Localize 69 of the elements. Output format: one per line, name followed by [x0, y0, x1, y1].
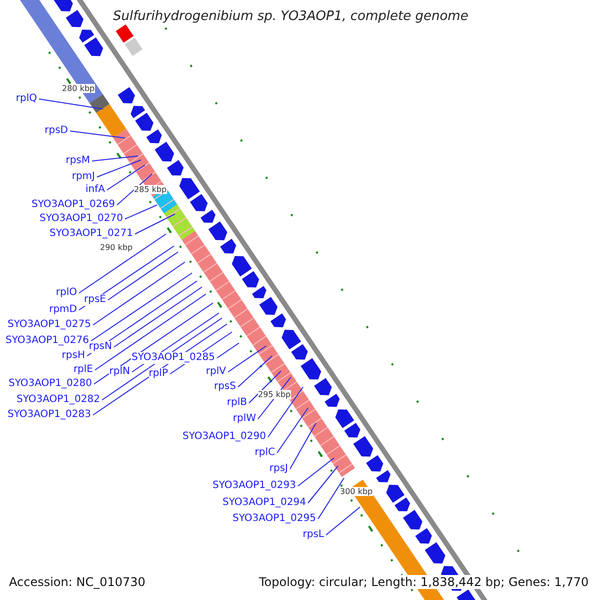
leader-line — [94, 294, 206, 370]
leader-line — [248, 370, 282, 404]
gene-label: rplW — [232, 413, 256, 425]
leader-line — [276, 408, 308, 454]
leader-line — [38, 98, 104, 110]
leader-line — [290, 422, 316, 470]
leader-line — [124, 204, 158, 220]
leader-line — [86, 280, 198, 356]
leader-line — [134, 214, 176, 234]
gene-label: rpmJ — [72, 171, 95, 183]
leader-line — [108, 252, 178, 300]
leader-line — [102, 318, 222, 400]
gene-label: rpsM — [66, 155, 90, 167]
leader-line — [90, 272, 192, 342]
leader-line — [94, 302, 214, 384]
leader-line — [96, 160, 142, 178]
map-title: Sulfurihydrogenibium sp. YO3AOP1, complete genome — [113, 9, 468, 24]
gene-label: rplV — [206, 366, 226, 378]
gene-label: SYO3AOP1_0282 — [16, 394, 100, 406]
gene-label: SYO3AOP1_0269 — [31, 199, 115, 211]
gene-label: SYO3AOP1_0270 — [39, 213, 123, 225]
leader-line — [268, 386, 304, 438]
gene-label: rplC — [254, 447, 275, 459]
gene-label: rplO — [56, 287, 77, 299]
gene-label: SYO3AOP1_0295 — [232, 513, 316, 525]
gene-label: rplP — [148, 368, 168, 380]
leader-line — [70, 130, 126, 138]
leader-line — [106, 164, 146, 190]
scale-label: 300 kbp — [340, 487, 373, 496]
accession-text: Accession: NC_010730 — [9, 575, 146, 589]
leader-line — [92, 262, 186, 326]
gene-label: rplN — [109, 366, 130, 378]
gene-label: rpsD — [44, 125, 68, 137]
gene-label: rpsH — [62, 350, 85, 362]
gene-label: SYO3AOP1_0290 — [182, 431, 266, 443]
gene-label: SYO3AOP1_0276 — [5, 335, 89, 347]
leader-line — [228, 346, 266, 372]
gene-label: SYO3AOP1_0294 — [222, 497, 306, 509]
gene-label: rplQ — [16, 93, 37, 105]
scale-label: 295 kbp — [258, 390, 291, 399]
gene-label: rpsJ — [269, 463, 288, 475]
gene-label: rpmD — [49, 304, 77, 316]
gene-label: rpsS — [214, 381, 236, 393]
leader-line — [114, 286, 202, 348]
gene-label: SYO3AOP1_0283 — [7, 409, 91, 421]
scale-label: 285 kbp — [134, 185, 167, 194]
leader-line — [238, 356, 272, 388]
genome-summary-text: Topology: circular; Length: 1,838,442 bp; Genes: 1,770 — [259, 575, 589, 589]
scale-label: 280 kbp — [62, 84, 95, 93]
leader-line — [78, 246, 174, 310]
leader-line — [216, 342, 240, 358]
gene-label: rpsL — [302, 529, 324, 541]
leader-line — [326, 506, 360, 536]
gene-label: rplE — [73, 364, 93, 376]
gene-label: SYO3AOP1_0285 — [131, 352, 215, 364]
gene-label: rpsE — [84, 294, 106, 306]
gene-label: SYO3AOP1_0293 — [212, 480, 296, 492]
gene-label: SYO3AOP1_0271 — [49, 228, 133, 240]
leader-line — [78, 234, 166, 294]
leader-line — [116, 174, 152, 206]
gene-label: rpsN — [88, 341, 112, 353]
leader-line — [308, 466, 338, 504]
leader-line — [92, 156, 138, 162]
gene-label: SYO3AOP1_0275 — [7, 319, 91, 331]
gene-label: rplB — [226, 397, 247, 409]
gene-label: SYO3AOP1_0280 — [8, 378, 92, 390]
leader-line — [298, 458, 334, 486]
leader-line — [318, 478, 344, 520]
scale-label: 290 kbp — [100, 243, 133, 252]
